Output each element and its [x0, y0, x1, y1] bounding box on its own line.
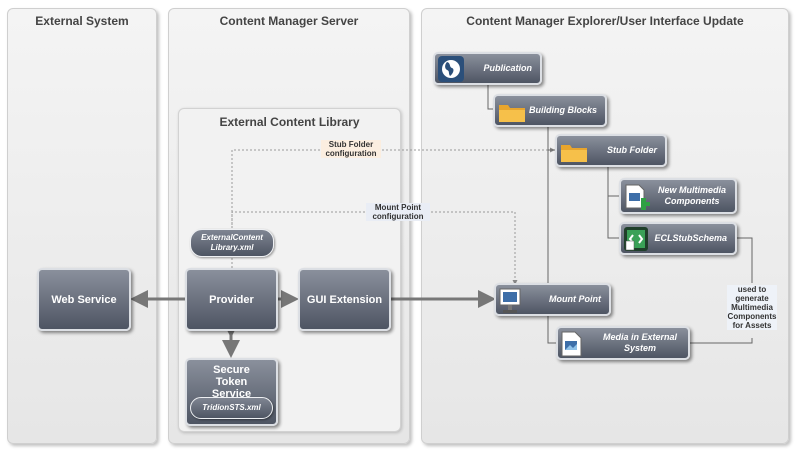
stub-folder-node[interactable]: Stub Folder: [555, 134, 667, 167]
new-multimedia-components-label: New Multimedia Components: [657, 185, 726, 206]
schema-icon: [624, 227, 648, 251]
used-to-generate-note: used to generate Multimedia Components f…: [727, 285, 777, 330]
tridion-sts-xml[interactable]: TridionSTS.xml: [190, 397, 273, 419]
mount-point-node[interactable]: Mount Point: [494, 283, 611, 316]
media-icon: [561, 331, 582, 357]
stub-folder-config-note: Stub Folder configuration: [321, 140, 381, 158]
new-multimedia-components-node[interactable]: New Multimedia Components: [619, 178, 737, 214]
external-system-title: External System: [35, 14, 129, 28]
mount-point-icon: [499, 288, 521, 313]
external-content-library-xml[interactable]: ExternalContent Library.xml: [190, 229, 274, 257]
gui-extension-box[interactable]: GUI Extension: [298, 268, 391, 331]
mount-point-config-note: Mount Point configuration: [366, 203, 430, 221]
building-blocks-label: Building Blocks: [528, 105, 597, 115]
gui-extension-label: GUI Extension: [306, 293, 383, 306]
publication-icon: [438, 56, 464, 82]
web-service-box[interactable]: Web Service: [37, 268, 131, 331]
folder-icon: [561, 145, 587, 162]
external-content-library-title: External Content Library: [219, 115, 360, 129]
secure-token-service-label: Secure Token Service: [211, 364, 252, 400]
cm-server-title: Content Manager Server: [219, 14, 359, 28]
publication-label: Publication: [483, 63, 532, 73]
folder-icon: [499, 105, 525, 122]
media-in-external-system-label: Media in External System: [602, 332, 678, 353]
multimedia-component-icon: [625, 184, 650, 210]
media-in-external-system-node[interactable]: Media in External System: [556, 326, 690, 360]
building-blocks-node[interactable]: Building Blocks: [493, 94, 607, 127]
cm-explorer-title: Content Manager Explorer/User Interface …: [466, 14, 744, 28]
mount-point-label: Mount Point: [549, 294, 601, 304]
ecl-stub-schema-node[interactable]: ECLStubSchema: [619, 222, 737, 255]
web-service-label: Web Service: [51, 293, 117, 306]
provider-box[interactable]: Provider: [185, 268, 278, 331]
stub-folder-label: Stub Folder: [607, 145, 657, 155]
publication-node[interactable]: Publication: [433, 52, 542, 85]
ecl-stub-schema-label: ECLStubSchema: [654, 233, 727, 243]
external-system-panel: External System: [7, 8, 157, 444]
provider-label: Provider: [209, 293, 254, 306]
